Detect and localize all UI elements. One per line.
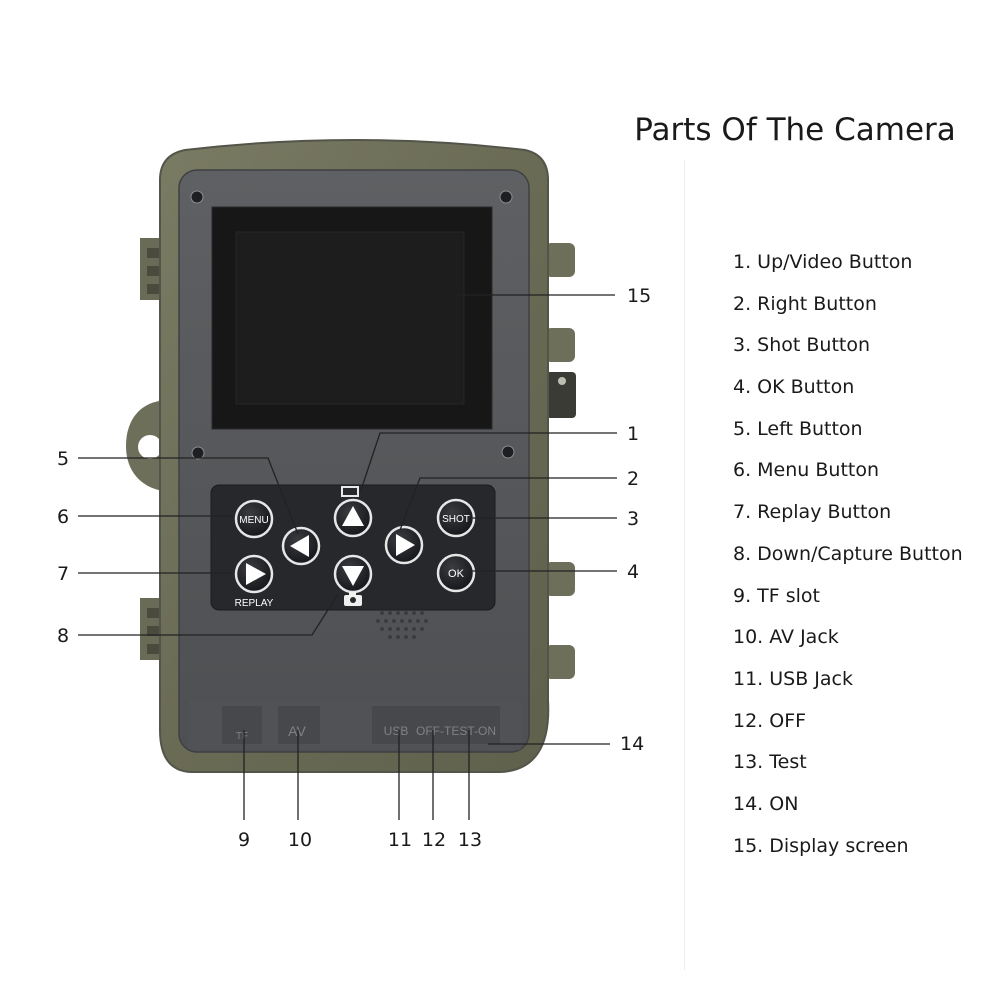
callout-1: 1: [627, 423, 639, 445]
callout-3: 3: [627, 508, 639, 530]
tf-slot-label: TF: [236, 731, 248, 742]
callout-14: 14: [620, 733, 644, 755]
callout-6: 6: [57, 506, 69, 528]
callout-15: 15: [627, 285, 651, 307]
camera-icon: [344, 592, 362, 606]
legend-item-1: 1. Up/Video Button: [733, 251, 913, 273]
down-arrow-icon: [342, 566, 364, 586]
right-hinge-tabs: [545, 243, 576, 679]
replay-button[interactable]: REPLAY: [235, 554, 274, 609]
menu-button-label: MENU: [239, 515, 268, 526]
callout-numbers: 1 2 3 4 5 6 7 8 9 10 11 12 13 14 15: [57, 285, 651, 851]
legend-item-13: 13. Test: [733, 751, 807, 774]
down-capture-button[interactable]: [333, 554, 373, 606]
legend-item-7: 7. Replay Button: [733, 501, 892, 524]
legend-item-6: 6. Menu Button: [733, 459, 880, 482]
port-strip: TF AV USB OFF-TEST-ON: [188, 700, 522, 750]
speaker-grille: [376, 611, 428, 639]
legend-item-14: 14. ON: [733, 792, 799, 815]
legend-item-9: 9. TF slot: [733, 584, 820, 607]
shot-button-label: SHOT: [442, 514, 470, 525]
replay-button-label: REPLAY: [235, 598, 274, 609]
keypad-panel: [210, 484, 496, 611]
legend-item-5: 5. Left Button: [733, 417, 863, 440]
legend-item-10: 10. AV Jack: [733, 626, 839, 649]
legend-item-2: 2. Right Button: [733, 292, 877, 315]
right-button[interactable]: [384, 525, 424, 565]
legend-item-4: 4. OK Button: [733, 376, 855, 399]
menu-button[interactable]: MENU: [234, 499, 274, 539]
legend-item-15: 15. Display screen: [733, 834, 909, 857]
up-arrow-icon: [342, 506, 364, 526]
ok-button[interactable]: OK: [436, 553, 476, 593]
callout-13: 13: [458, 829, 482, 851]
usb-jack-label: USB: [384, 724, 409, 738]
callout-9: 9: [238, 829, 250, 851]
ok-button-label: OK: [448, 568, 465, 580]
leader-lines: [78, 294, 617, 820]
legend-item-8: 8. Down/Capture Button: [733, 542, 963, 565]
shot-button[interactable]: SHOT: [436, 498, 476, 538]
power-switch-label: OFF-TEST-ON: [416, 724, 496, 738]
callout-7: 7: [57, 563, 69, 585]
right-arrow-icon: [396, 534, 415, 556]
callout-10: 10: [288, 829, 312, 851]
parts-legend: 1. Up/Video Button 2. Right Button 3. Sh…: [733, 246, 963, 871]
legend-item-12: 12. OFF: [733, 709, 807, 732]
callout-2: 2: [627, 468, 639, 490]
left-arrow-icon: [290, 535, 309, 557]
diagram-title: Parts Of The Camera: [634, 112, 956, 148]
callout-8: 8: [57, 625, 69, 647]
display-screen: [211, 206, 493, 430]
callout-4: 4: [627, 561, 639, 583]
legend-item-11: 11. USB Jack: [733, 667, 853, 690]
callout-12: 12: [422, 829, 446, 851]
left-button[interactable]: [281, 526, 321, 566]
up-video-button[interactable]: [333, 486, 373, 538]
divider-line: [684, 160, 685, 970]
callout-5: 5: [57, 448, 69, 470]
callout-11: 11: [388, 829, 412, 851]
av-jack-label: AV: [288, 723, 306, 739]
play-icon: [246, 563, 266, 585]
legend-item-3: 3. Shot Button: [733, 334, 871, 357]
